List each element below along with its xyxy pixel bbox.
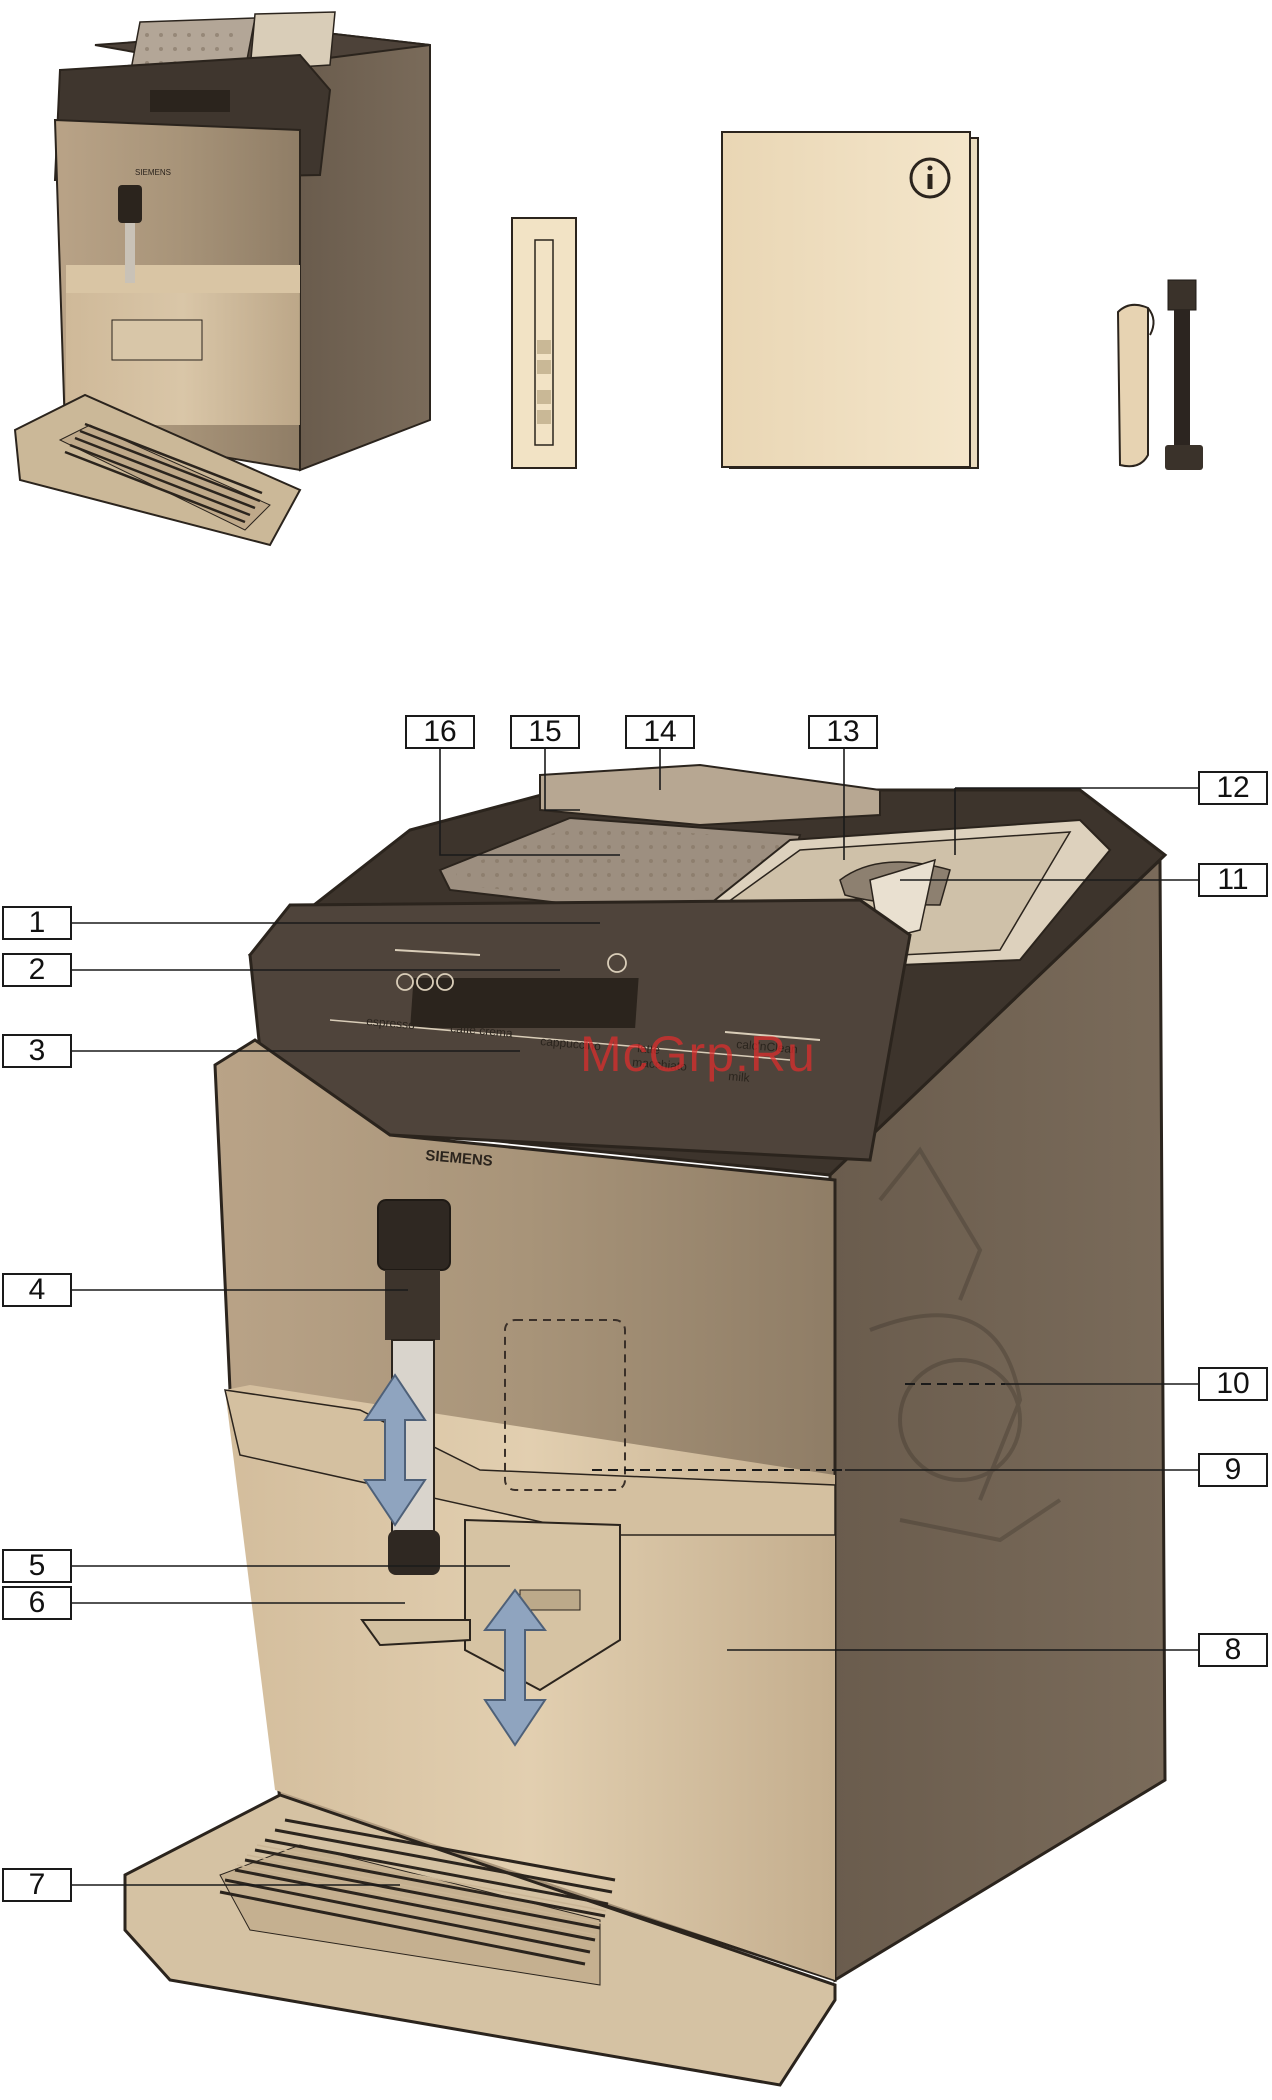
callout-12: 12 <box>1198 771 1268 805</box>
callout-8: 8 <box>1198 1633 1268 1667</box>
callout-9: 9 <box>1198 1453 1268 1487</box>
callout-16: 16 <box>405 715 475 749</box>
water-hardness-test-strip <box>512 218 576 468</box>
callout-14: 14 <box>625 715 695 749</box>
large-machine-illustration: espresso caffe crema cappuccino latte ma… <box>125 765 1165 2085</box>
small-machine-brand: SIEMENS <box>135 168 171 177</box>
small-machine-illustration: SIEMENS <box>15 12 430 545</box>
callout-13: 13 <box>808 715 878 749</box>
callout-1: 1 <box>2 906 72 940</box>
instruction-manual <box>722 132 978 468</box>
callout-11: 11 <box>1198 863 1268 897</box>
callout-15: 15 <box>510 715 580 749</box>
callout-7: 7 <box>2 1868 72 1902</box>
callout-3: 3 <box>2 1034 72 1068</box>
callout-2: 2 <box>2 953 72 987</box>
callout-10: 10 <box>1198 1367 1268 1401</box>
callout-5: 5 <box>2 1549 72 1583</box>
callout-4: 4 <box>2 1273 72 1307</box>
watermark: McGrp.Ru <box>580 1025 816 1083</box>
milk-tube-accessories <box>1118 280 1203 470</box>
callout-6: 6 <box>2 1586 72 1620</box>
